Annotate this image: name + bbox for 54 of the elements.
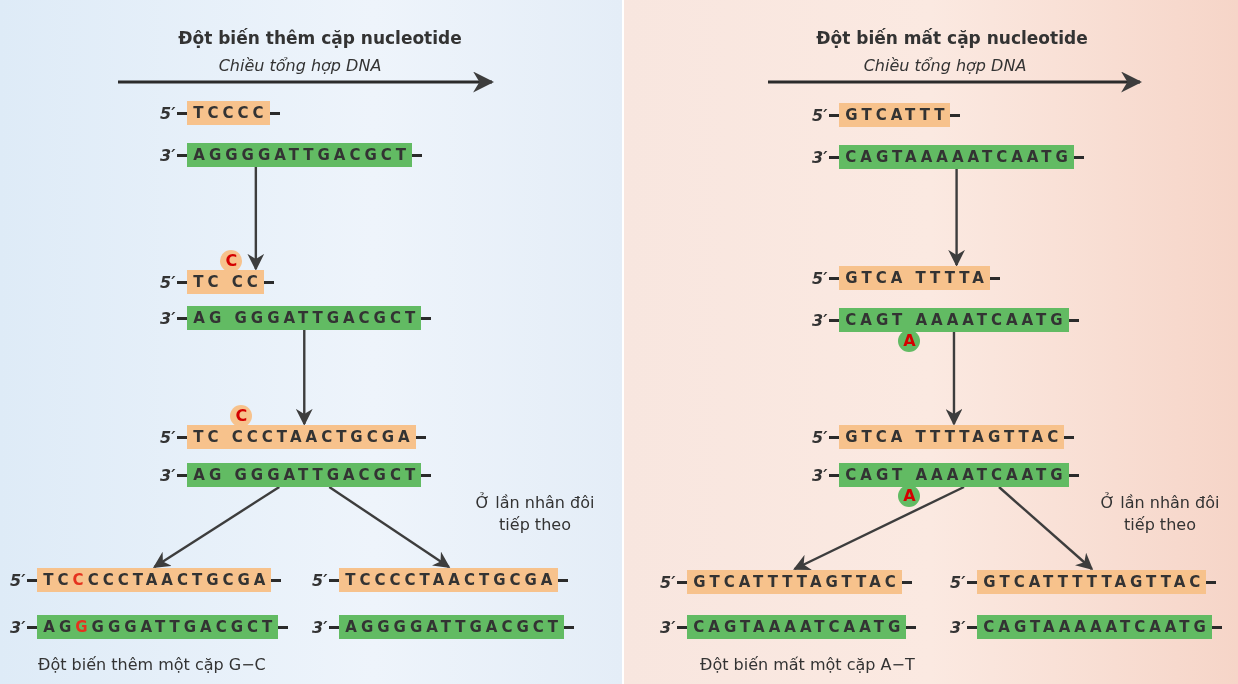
strand-end-label: 3′ (160, 465, 176, 485)
axis-caption: Chiều tổng hợp DNA (218, 56, 382, 75)
dna-strand: CAGT AAAATCAATG (839, 463, 1069, 487)
panel-title: Đột biến thêm cặp nucleotide (178, 28, 462, 48)
arrow (793, 485, 965, 571)
strand-end-label: 5′ (812, 427, 828, 447)
dna-strand: TCCCC (187, 101, 270, 125)
strand-end-label: 3′ (660, 617, 676, 637)
strand-end-label: 5′ (10, 570, 26, 590)
dna-strand: AG GGGATTGACGCT (187, 306, 422, 330)
arrow (295, 330, 313, 426)
edge-label: Ở lần nhân đôi tiếp theo (474, 492, 596, 536)
strand-end-label: 3′ (312, 617, 328, 637)
strand-end-label: 3′ (10, 617, 26, 637)
strand-end-label: 3′ (160, 308, 176, 328)
dna-strand: TC CC (187, 270, 264, 294)
strand-end-label: 5′ (812, 268, 828, 288)
axis-caption: Chiều tổng hợp DNA (863, 56, 1027, 75)
dna-strand: GTCA TTTTAGTTAC (839, 425, 1065, 449)
strand-end-label: 5′ (660, 572, 676, 592)
panel-title: Đột biến mất cặp nucleotide (816, 28, 1088, 48)
strand-end-label: 5′ (312, 570, 328, 590)
edge-label: Ở lần nhân đôi tiếp theo (1099, 492, 1221, 536)
strand-end-label: 5′ (950, 572, 966, 592)
strand-end-label: 3′ (812, 310, 828, 330)
strand-end-label: 3′ (812, 147, 828, 167)
arrow (153, 486, 280, 568)
strand-end-label: 3′ (812, 465, 828, 485)
dna-strand: CAGTAAAATCAATG (687, 615, 907, 639)
arrow (247, 167, 265, 271)
dna-strand: AGGGGATTGACGCT (339, 615, 564, 639)
result-caption: Đột biến mất một cặp A−T (700, 655, 915, 674)
arrow (998, 486, 1094, 571)
strand-end-label: 5′ (160, 103, 176, 123)
strand-end-label: 5′ (160, 427, 176, 447)
dna-strand: CAGTAAAAATCAATG (977, 615, 1212, 639)
dna-strand: AG GGGATTGACGCT (187, 463, 422, 487)
strand-end-label: 5′ (160, 272, 176, 292)
strand-end-label: 5′ (812, 105, 828, 125)
dna-strand: CAGT AAAATCAATG (839, 308, 1069, 332)
dna-strand: GTCATTTTAGTTAC (687, 570, 902, 594)
dna-strand: TC CCCTAACTGCGA (187, 425, 416, 449)
dna-strand: CAGTAAAAATCAATG (839, 145, 1074, 169)
dna-strand: GTCATTTTTAGTTAC (977, 570, 1207, 594)
arrow (945, 332, 963, 426)
arrow (328, 486, 451, 568)
strand-end-label: 3′ (160, 145, 176, 165)
dna-strand: GTCATTT (839, 103, 951, 127)
dna-strand: AGGGGATTGACGCT (187, 143, 412, 167)
dna-strand: GTCA TTTTA (839, 266, 990, 290)
result-caption: Đột biến thêm một cặp G−C (38, 655, 266, 674)
dna-strand: TCCCCTAACTGCGA (339, 568, 559, 592)
arrow (948, 169, 965, 267)
strand-end-label: 3′ (950, 617, 966, 637)
